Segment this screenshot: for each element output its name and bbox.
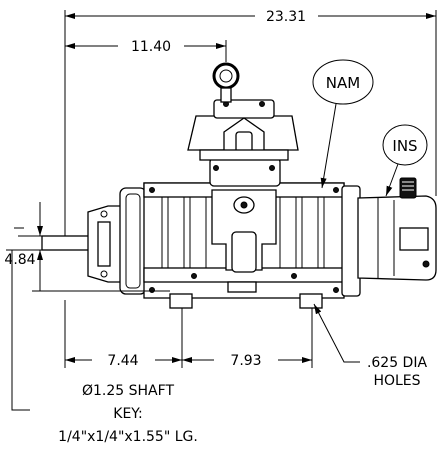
- dim-hole-spacing: 7.93: [230, 353, 261, 369]
- dim-shaft-height: 4.84: [4, 252, 35, 268]
- center-manifold: [211, 189, 277, 271]
- callout-nam-label: NAM: [326, 74, 360, 92]
- mounting-foot-left: [169, 293, 193, 309]
- lifting-eye: [212, 62, 240, 90]
- dim-hole-to-flange: 7.44: [107, 353, 138, 369]
- dimension-lines: [6, 10, 437, 411]
- note-holes-line2: HOLES: [373, 373, 420, 389]
- note-holes-line1: .625 DIA: [367, 355, 428, 371]
- drive-shaft: [41, 235, 91, 251]
- dim-overall-length: 23.31: [266, 9, 306, 25]
- callout-ins: [382, 124, 428, 197]
- rear-plate: [341, 185, 361, 297]
- callout-nam: [312, 59, 374, 189]
- mounting-foot-right: [299, 293, 323, 309]
- breather-cap: [399, 177, 417, 199]
- front-cover: [119, 187, 147, 295]
- callout-ins-label: INS: [392, 137, 417, 155]
- note-shaft-line1: Ø1.25 SHAFT: [82, 383, 174, 399]
- pump-assembly: [41, 62, 437, 309]
- dim-flange-to-center: 11.40: [131, 39, 171, 55]
- note-shaft-line2: KEY:: [113, 406, 142, 422]
- note-shaft-line3: 1/4"x1/4"x1.55" LG.: [58, 429, 198, 445]
- valve-base: [209, 157, 281, 187]
